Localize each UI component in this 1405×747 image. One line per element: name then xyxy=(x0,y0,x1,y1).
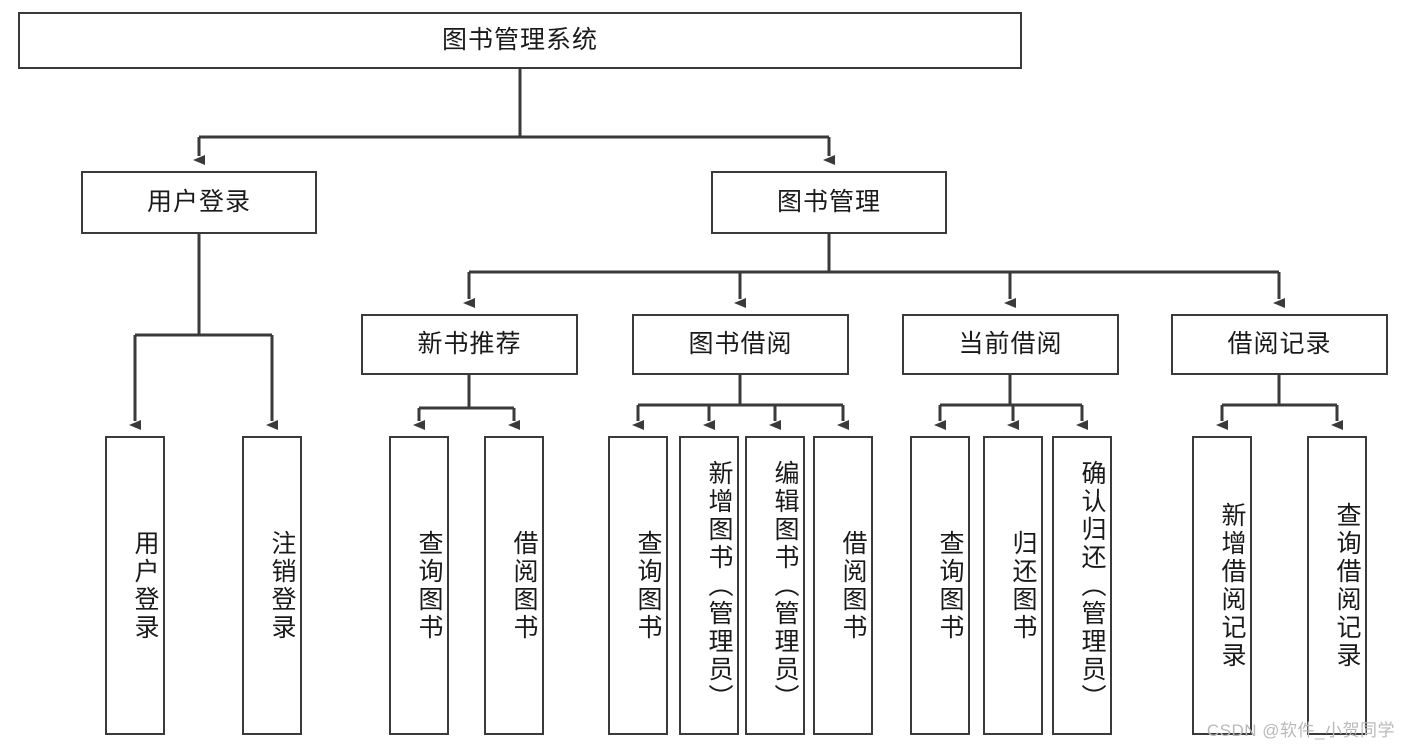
node-leaf-query-book-borrow[interactable]: 查询图书 xyxy=(608,436,668,735)
node-book-manage[interactable]: 图书管理 xyxy=(711,171,947,234)
node-user-login[interactable]: 用户登录 xyxy=(81,171,317,234)
node-leaf-query-book-current-label: 查询图书 xyxy=(936,529,964,642)
node-leaf-logout-login[interactable]: 注销登录 xyxy=(242,436,302,735)
node-leaf-edit-book-admin-label: 编辑图书（管理员） xyxy=(771,459,799,712)
node-leaf-logout-login-label: 注销登录 xyxy=(268,529,296,642)
node-leaf-user-login[interactable]: 用户登录 xyxy=(105,436,165,735)
node-new-book-recommend[interactable]: 新书推荐 xyxy=(361,314,578,375)
node-borrow-record[interactable]: 借阅记录 xyxy=(1171,314,1388,375)
node-leaf-query-borrow-record-label: 查询借阅记录 xyxy=(1333,501,1361,670)
node-borrow-record-label: 借阅记录 xyxy=(1227,329,1332,358)
node-leaf-confirm-return-admin[interactable]: 确认归还（管理员） xyxy=(1052,436,1112,735)
node-leaf-add-book-admin[interactable]: 新增图书（管理员） xyxy=(679,436,739,735)
node-leaf-return-book[interactable]: 归还图书 xyxy=(983,436,1043,735)
node-new-book-recommend-label: 新书推荐 xyxy=(417,329,522,358)
node-book-borrow-label: 图书借阅 xyxy=(688,329,793,358)
node-leaf-confirm-return-admin-label: 确认归还（管理员） xyxy=(1078,459,1106,712)
node-leaf-query-book-recommend-label: 查询图书 xyxy=(415,529,443,642)
node-leaf-query-book-borrow-label: 查询图书 xyxy=(634,529,662,642)
node-leaf-add-book-admin-label: 新增图书（管理员） xyxy=(705,459,733,712)
node-leaf-add-borrow-record-label: 新增借阅记录 xyxy=(1218,501,1246,670)
node-root-label: 图书管理系统 xyxy=(441,25,598,54)
watermark: CSDN @软件_小贺同学 xyxy=(1206,721,1395,740)
node-leaf-query-borrow-record[interactable]: 查询借阅记录 xyxy=(1307,436,1367,735)
node-leaf-add-borrow-record[interactable]: 新增借阅记录 xyxy=(1192,436,1252,735)
node-leaf-borrow-book-recommend-label: 借阅图书 xyxy=(510,529,538,642)
node-leaf-borrow-book-label: 借阅图书 xyxy=(839,529,867,642)
node-book-manage-label: 图书管理 xyxy=(776,187,881,216)
node-leaf-query-book-current[interactable]: 查询图书 xyxy=(910,436,970,735)
node-leaf-return-book-label: 归还图书 xyxy=(1009,529,1037,642)
node-leaf-user-login-label: 用户登录 xyxy=(131,529,159,642)
node-user-login-label: 用户登录 xyxy=(146,187,251,216)
node-leaf-edit-book-admin[interactable]: 编辑图书（管理员） xyxy=(745,436,805,735)
node-leaf-borrow-book-recommend[interactable]: 借阅图书 xyxy=(484,436,544,735)
node-leaf-query-book-recommend[interactable]: 查询图书 xyxy=(389,436,449,735)
node-current-borrow[interactable]: 当前借阅 xyxy=(902,314,1119,375)
node-root[interactable]: 图书管理系统 xyxy=(18,12,1022,69)
node-current-borrow-label: 当前借阅 xyxy=(958,329,1063,358)
node-leaf-borrow-book[interactable]: 借阅图书 xyxy=(813,436,873,735)
node-book-borrow[interactable]: 图书借阅 xyxy=(632,314,849,375)
